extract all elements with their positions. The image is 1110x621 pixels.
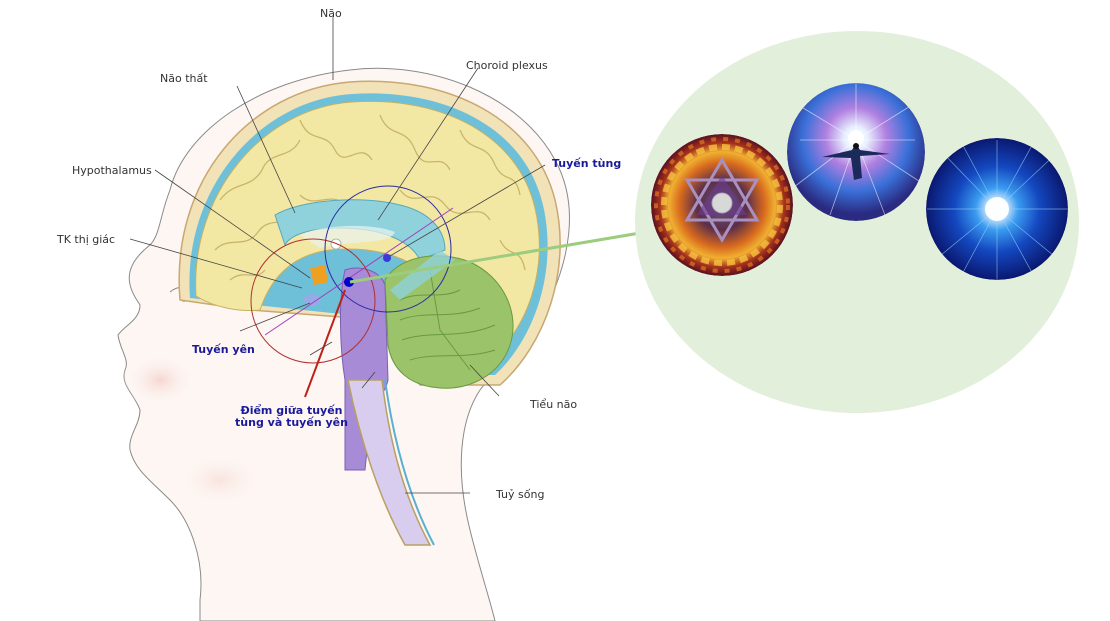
star-of-david-fire-image — [651, 134, 793, 276]
label-pituitary-gland: Tuyến yên — [192, 343, 255, 356]
pineal-circle — [324, 185, 452, 313]
label-ventricle: Não thất — [160, 72, 208, 85]
midpoint-dot — [344, 277, 354, 287]
leader-lines — [129, 17, 546, 494]
spinal-cord — [347, 379, 432, 546]
pituitary-circle — [250, 238, 376, 364]
midpoint-pointer — [304, 289, 346, 398]
hypothalamus-region — [310, 265, 328, 285]
label-optic-nerve: TK thị giác — [57, 233, 116, 246]
label-pineal-gland: Tuyến tùng — [552, 157, 622, 170]
blue-light-burst-image — [926, 138, 1068, 280]
gland-axis-line — [264, 207, 454, 336]
callout-bubble — [635, 31, 1079, 413]
pituitary-gland-shape — [304, 294, 320, 306]
pineal-gland-dot — [383, 254, 391, 262]
label-midpoint-line2: tùng và tuyến yên — [235, 416, 348, 429]
label-midpoint: Điểm giữa tuyến tùng và tuyến yên — [234, 405, 349, 429]
cerebellum-folia — [399, 269, 496, 371]
label-spinal-cord: Tuỷ sống — [496, 488, 545, 501]
label-brain: Não — [320, 7, 342, 20]
label-cerebellum: Tiểu não — [530, 398, 578, 411]
human-light-burst-image — [787, 83, 925, 221]
callout-connector — [349, 231, 641, 284]
label-midpoint-line1: Điểm giữa tuyến — [240, 404, 343, 417]
label-hypothalamus: Hypothalamus — [72, 164, 152, 177]
label-choroid-plexus: Choroid plexus — [466, 59, 548, 72]
